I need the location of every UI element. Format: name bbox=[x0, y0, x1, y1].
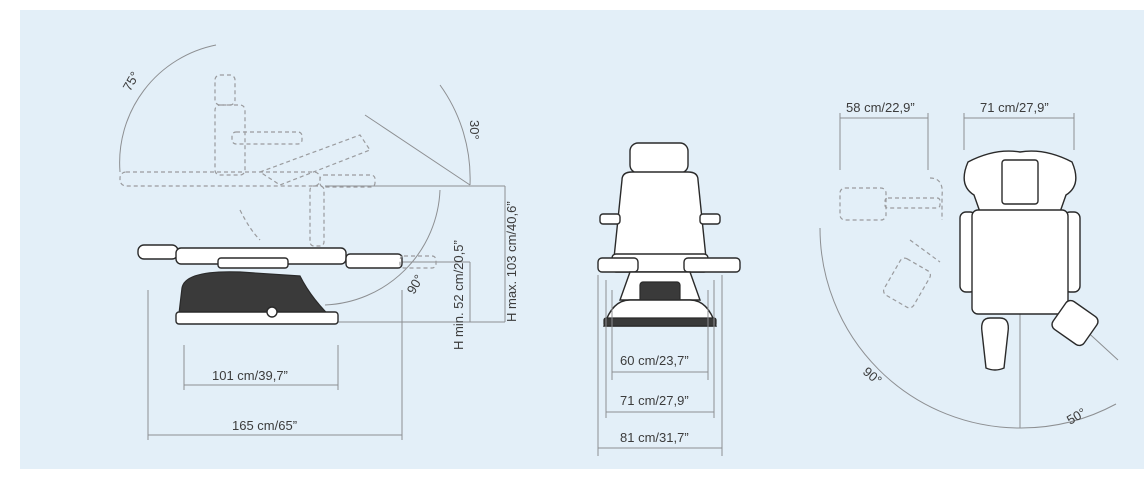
footrest-extension bbox=[399, 255, 437, 269]
ghost-chair-position bbox=[119, 74, 376, 247]
front-armrest-left bbox=[599, 213, 621, 225]
seat-angle-ray bbox=[364, 114, 471, 186]
seat-angle-label: 30° bbox=[467, 120, 482, 140]
seat-width-label: 101 cm/39,7” bbox=[212, 368, 288, 383]
top-view: 58 cm/22,9” 71 cm/27,9” 90° 50° bbox=[819, 100, 1119, 429]
diagram-canvas bbox=[20, 10, 1144, 469]
top-leg-right bbox=[1051, 299, 1099, 347]
leg-angle-arc bbox=[324, 189, 441, 306]
front-backrest bbox=[613, 171, 707, 259]
solid-chair-side bbox=[137, 244, 437, 325]
max-height-label: H max. 103 cm/40,6” bbox=[504, 201, 519, 322]
top-angle-90-label: 90° bbox=[860, 364, 885, 388]
front-armrest-right bbox=[699, 213, 721, 225]
side-view: 75° 30° 90° H min. 52 cm/20,5” H max. 10… bbox=[119, 44, 519, 440]
front-view: 60 cm/23,7” 71 cm/27,9” 81 cm/31,7” bbox=[597, 142, 741, 456]
leg-angle-label: 90° bbox=[404, 272, 427, 297]
front-width-71-label: 71 cm/27,9” bbox=[620, 393, 689, 408]
top-leg-left bbox=[980, 317, 1010, 371]
top-solid-chair bbox=[959, 150, 1099, 371]
top-rotation-arc bbox=[819, 227, 1117, 429]
seat-angle-arc bbox=[439, 84, 471, 186]
front-headrest bbox=[629, 142, 689, 174]
footrest bbox=[345, 253, 403, 269]
front-foot-right bbox=[683, 257, 741, 273]
top-seat bbox=[971, 209, 1069, 315]
top-headrest bbox=[1001, 159, 1039, 205]
base-bolt bbox=[266, 306, 278, 318]
front-width-81-label: 81 cm/31,7” bbox=[620, 430, 689, 445]
backrest-angle-label: 75° bbox=[120, 69, 143, 94]
top-width-58-label: 58 cm/22,9” bbox=[846, 100, 915, 115]
front-base-plate bbox=[603, 317, 717, 327]
top-angle-50-label: 50° bbox=[1064, 405, 1089, 428]
backrest-angle-arc bbox=[119, 44, 217, 173]
total-width-label: 165 cm/65” bbox=[232, 418, 297, 433]
front-foot-left bbox=[597, 257, 639, 273]
armrest bbox=[217, 257, 289, 269]
headrest bbox=[137, 244, 179, 260]
min-height-label: H min. 52 cm/20,5” bbox=[451, 240, 466, 350]
top-ghost-chair bbox=[839, 177, 943, 309]
front-width-60-label: 60 cm/23,7” bbox=[620, 353, 689, 368]
base-plate bbox=[175, 311, 339, 325]
top-width-71-label: 71 cm/27,9” bbox=[980, 100, 1049, 115]
